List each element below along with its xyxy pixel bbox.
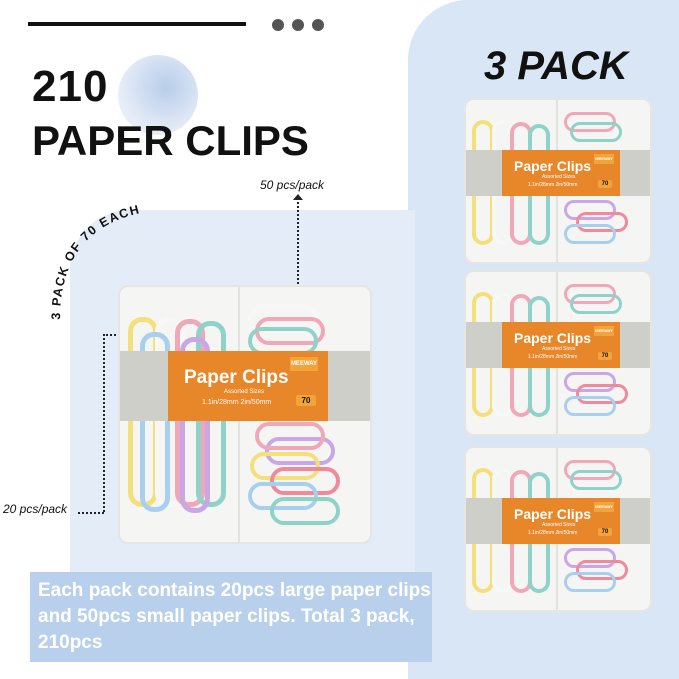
leader-line bbox=[78, 512, 104, 514]
dot-icon bbox=[292, 19, 304, 31]
product-count: 70 bbox=[296, 395, 316, 406]
product-box-1: Paper Clips Assorted Sizes 1.1in/28mm 2i… bbox=[464, 98, 652, 264]
product-subtitle: Assorted Sizes bbox=[224, 389, 265, 395]
product-title: Paper Clips bbox=[514, 506, 592, 522]
product-box-main: Paper Clips Assorted Sizes 1.1in/28mm 2i… bbox=[118, 285, 372, 544]
brand-logo: MEEWAY bbox=[594, 502, 614, 512]
product-title: Paper Clips bbox=[184, 367, 289, 388]
brand-logo: MEEWAY bbox=[594, 154, 614, 164]
product-title: Paper Clips bbox=[514, 330, 592, 346]
product-subtitle: Assorted Sizes bbox=[542, 346, 576, 352]
leader-line bbox=[103, 334, 131, 336]
brand-logo: MEEWAY bbox=[594, 326, 614, 336]
callout-small-clips: 50 pcs/pack bbox=[260, 178, 325, 192]
top-rule bbox=[28, 22, 246, 26]
brand-logo: MEEWAY bbox=[290, 357, 318, 371]
decorative-bubble bbox=[118, 55, 198, 135]
product-count: 70 bbox=[598, 180, 612, 188]
arrow-up-icon bbox=[293, 194, 303, 200]
caption-text: Each pack contains 20pcs large paper cli… bbox=[38, 580, 431, 653]
caption-background bbox=[30, 572, 432, 662]
pack-heading: 3 PACK bbox=[484, 44, 628, 88]
headline-title: PAPER CLIPS bbox=[32, 117, 309, 164]
dot-icon bbox=[312, 19, 324, 31]
dot-icon bbox=[272, 19, 284, 31]
product-sizes: 1.1in/28mm 2in/50mm bbox=[528, 182, 578, 188]
product-sizes: 1.1in/28mm 2in/50mm bbox=[528, 354, 578, 360]
headline-count: 210 bbox=[32, 62, 109, 111]
product-subtitle: Assorted Sizes bbox=[542, 522, 576, 528]
product-box-2: Paper Clips Assorted Sizes 1.1in/28mm 2i… bbox=[464, 270, 652, 436]
product-count: 70 bbox=[598, 352, 612, 360]
leader-line bbox=[103, 334, 105, 512]
product-subtitle: Assorted Sizes bbox=[542, 174, 576, 180]
product-title: Paper Clips bbox=[514, 158, 592, 174]
callout-large-clips: 20 pcs/pack bbox=[3, 502, 68, 516]
product-sizes: 1.1in/28mm 2in/50mm bbox=[528, 530, 578, 536]
product-box-3: Paper Clips Assorted Sizes 1.1in/28mm 2i… bbox=[464, 446, 652, 612]
product-sizes: 1.1in/28mm 2in/50mm bbox=[202, 399, 272, 406]
product-count: 70 bbox=[598, 528, 612, 536]
leader-line bbox=[297, 198, 299, 308]
